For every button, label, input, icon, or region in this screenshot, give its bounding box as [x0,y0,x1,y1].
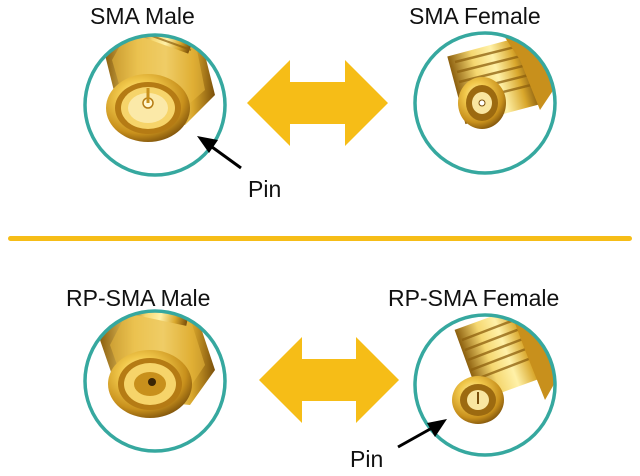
ring-sma-male [83,33,227,177]
pin-label-top: Pin [248,176,282,202]
rp-sma-male-title: RP-SMA Male [66,285,211,311]
ring-rp-sma-male [83,309,227,453]
sma-male-title: SMA Male [90,3,195,29]
double-arrow-icon [247,60,388,146]
pointer-arrow-icon [197,136,242,170]
sma-female-title: SMA Female [409,3,541,29]
pin-label-bottom: Pin [350,446,384,472]
divider-line [8,236,632,241]
ring-sma-female [413,31,557,175]
sma-female-image [413,31,557,175]
rp-sma-female-title: RP-SMA Female [388,285,560,311]
sma-male-image [83,33,227,177]
pointer-arrow-icon [397,419,447,449]
rp-sma-male-image [83,309,227,453]
double-arrow-icon [259,337,399,423]
ring-rp-sma-female [413,313,557,457]
